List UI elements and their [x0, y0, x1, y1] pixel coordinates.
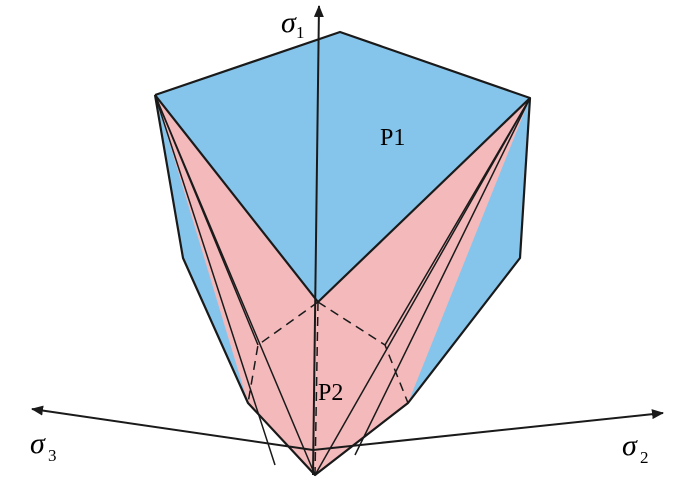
fan-line — [314, 402, 409, 476]
sigma1-axis — [312, 5, 324, 476]
fan-line — [154, 94, 259, 346]
sigma3-subscript: 3 — [48, 446, 57, 465]
axes — [31, 5, 664, 476]
fan-line — [247, 402, 316, 476]
p2-label: P2 — [318, 380, 343, 406]
fan-line — [314, 97, 531, 476]
sigma3-axis — [31, 405, 314, 451]
dashed-left-path — [247, 301, 319, 404]
sigma3-symbol: σ — [30, 427, 46, 460]
edge-right-to-center — [317, 97, 531, 303]
sigma1-symbol: σ — [281, 6, 297, 39]
sigma1-label: σ 1 — [281, 6, 305, 42]
edge-left-to-center — [154, 94, 319, 303]
sigma2-label: σ 2 — [622, 429, 649, 467]
p1-top-face — [155, 32, 530, 302]
fan-line — [384, 97, 531, 346]
dashed-right-path — [317, 301, 409, 404]
sigma2-symbol: σ — [622, 429, 638, 462]
fan-line — [154, 94, 276, 466]
sigma2-subscript: 2 — [640, 448, 649, 467]
sigma3-label: σ 3 — [30, 427, 57, 465]
hidden-edges — [247, 301, 409, 476]
fan-line — [354, 97, 531, 456]
sigma1-subscript: 1 — [296, 23, 305, 42]
p1-label: P1 — [380, 125, 405, 151]
sigma2-axis — [312, 409, 664, 451]
p2-fan-lines — [154, 94, 531, 476]
